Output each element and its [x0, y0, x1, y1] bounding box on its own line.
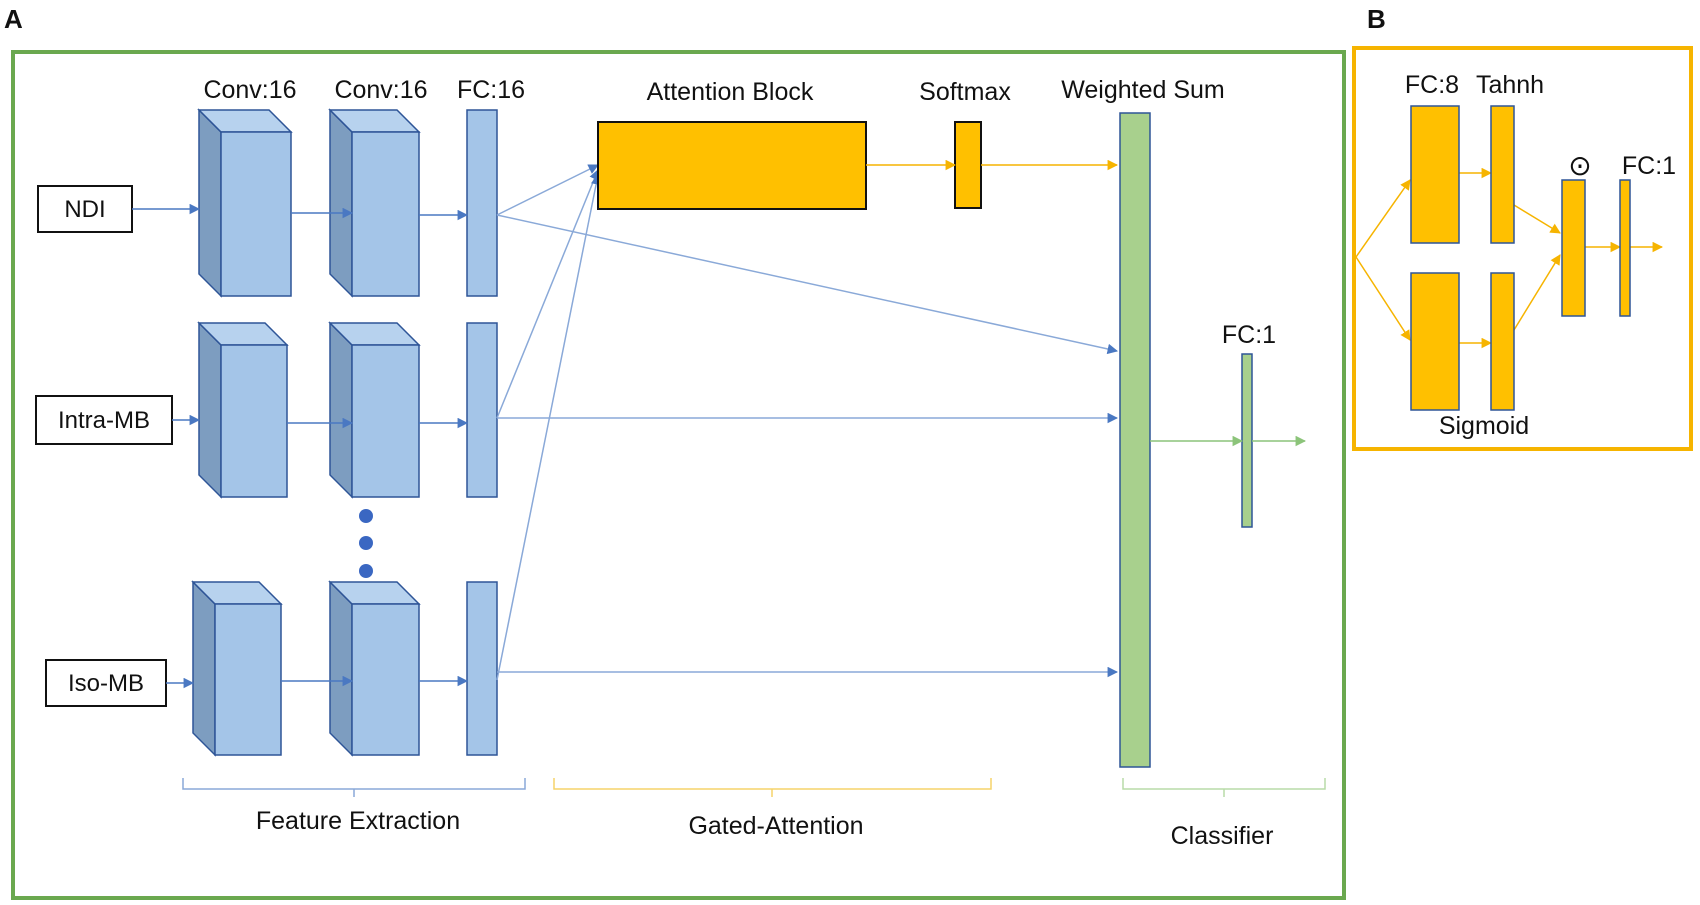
fc1-classifier-block: [1241, 353, 1253, 528]
fc8-tanh-branch-block: [1410, 105, 1460, 244]
fc16-block-ndi: [466, 109, 498, 297]
elementwise-product-symbol: ⊙: [1568, 150, 1591, 181]
gated-attention-label: Gated-Attention: [688, 812, 863, 840]
fc1-header: FC:1: [1222, 321, 1276, 349]
input-box-intra-mb: [35, 395, 173, 445]
tanh-block: [1490, 105, 1515, 244]
conv1-header: Conv:16: [203, 76, 296, 104]
fc16-header: FC:16: [457, 76, 525, 104]
product-block: [1561, 179, 1586, 317]
attention-arrows: [496, 164, 1119, 681]
panel-b-frame: [1352, 46, 1693, 451]
fc1-label-b: FC:1: [1622, 152, 1676, 180]
ellipsis-dot: [359, 536, 373, 550]
sigmoid-label: Sigmoid: [1439, 412, 1529, 440]
classifier-label: Classifier: [1171, 822, 1274, 850]
conv-block-ndi-2: [328, 108, 421, 298]
gated-attention-brace: [553, 778, 992, 797]
attention-block: [597, 121, 867, 210]
sigmoid-block: [1490, 272, 1515, 411]
fc16-block-intra-mb: [466, 322, 498, 498]
input-label-intra-mb: Intra-MB: [58, 407, 150, 434]
panel-b-letter: B: [1367, 4, 1386, 34]
softmax-header: Softmax: [919, 78, 1011, 106]
weighted-sum-header: Weighted Sum: [1061, 76, 1225, 104]
fc8-sigmoid-branch-block: [1410, 272, 1460, 411]
conv2-header: Conv:16: [334, 76, 427, 104]
ellipsis-dot: [359, 509, 373, 523]
input-label-iso-mb: Iso-MB: [68, 670, 144, 697]
feature-extraction-label: Feature Extraction: [256, 807, 460, 835]
panel-b-arrows: [1355, 167, 1664, 349]
tanh-label: Tahnh: [1476, 71, 1544, 99]
fc8-label: FC:8: [1405, 71, 1459, 99]
classifier-brace: [1122, 778, 1326, 797]
ellipsis-dot: [359, 564, 373, 578]
feature-extraction-brace: [182, 778, 526, 797]
panel-a-letter: A: [4, 4, 23, 34]
weighted-sum-block: [1119, 112, 1151, 768]
input-label-ndi: NDI: [64, 196, 105, 223]
fc16-block-iso-mb: [466, 581, 498, 756]
conv-block-iso-mb-1: [191, 580, 283, 757]
input-box-ndi: [37, 185, 133, 233]
conv-block-intra-mb-1: [197, 321, 289, 499]
attention-block-header: Attention Block: [647, 78, 814, 106]
fc1-output-block: [1619, 179, 1631, 317]
panel-a-frame: [11, 50, 1346, 900]
feature-arrows: [132, 203, 469, 689]
conv-block-ndi-1: [197, 108, 293, 298]
softmax-block: [954, 121, 982, 209]
conv-block-iso-mb-2: [328, 580, 421, 757]
conv-block-intra-mb-2: [328, 321, 421, 499]
